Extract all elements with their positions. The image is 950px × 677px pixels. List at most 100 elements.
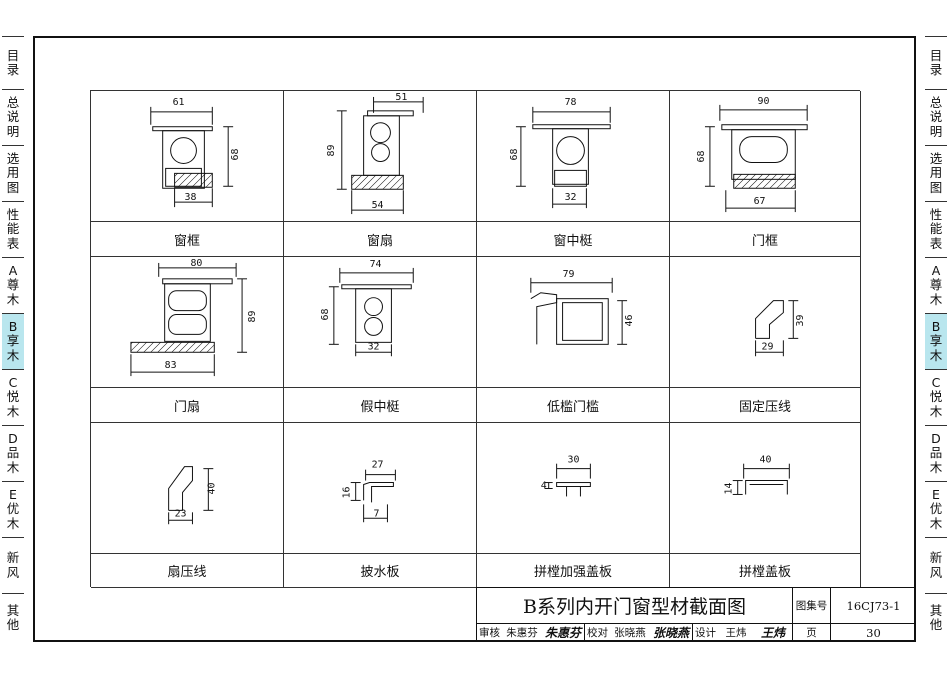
false-mullion-section-drawing: 74 68 32 [320, 259, 414, 357]
dim-label: 67 [754, 196, 766, 207]
fixed-bead-section-drawing: 39 29 [755, 300, 806, 357]
design-label: 设计 [692, 623, 718, 642]
profile-cell-low-threshold: 79 46 [477, 257, 670, 388]
dim-label: 14 [724, 482, 735, 494]
dim-label: 68 [696, 150, 707, 162]
nav-tab-label: 总 说 明 [929, 94, 943, 139]
nav-tab[interactable]: 性 能 表 [2, 201, 24, 257]
nav-tab-label: 选 用 图 [929, 150, 943, 195]
nav-tab-label: 选 用 图 [6, 150, 20, 195]
drawing-title: B系列内开门窗型材截面图 [476, 587, 793, 623]
profile-caption: 窗中梃 [477, 222, 670, 257]
designer-signature: 王炜 [754, 623, 793, 642]
nav-tab[interactable]: 性 能 表 [925, 201, 947, 257]
profile-cell-drip-board: 27 16 7 [284, 423, 477, 554]
nav-tab[interactable]: A 尊 木 [2, 257, 24, 313]
nav-tab[interactable]: D 品 木 [925, 425, 947, 481]
nav-tab-label: D 品 木 [6, 430, 20, 475]
nav-tab-label: 目 录 [929, 47, 943, 77]
nav-tab-label: D 品 木 [929, 430, 943, 475]
nav-tab-label: B 享 木 [929, 318, 943, 363]
nav-tab[interactable]: 选 用 图 [2, 145, 24, 201]
nav-tab[interactable]: 目 录 [925, 36, 947, 89]
dim-label: 54 [372, 200, 384, 211]
dim-label: 40 [206, 482, 217, 494]
profile-cell-window-sash: 51 89 54 [284, 91, 477, 222]
nav-tab-label: 其 他 [6, 602, 20, 632]
dim-label: 89 [247, 311, 258, 323]
nav-tab[interactable]: B 享 木 [2, 313, 24, 369]
atlas-number-label: 图集号 [793, 587, 831, 623]
profile-cell-door-sash: 80 89 83 [91, 257, 284, 388]
nav-tab[interactable]: 其 他 [2, 593, 24, 642]
dim-label: 61 [173, 97, 185, 108]
dim-label: 68 [320, 309, 331, 321]
profile-caption: 窗框 [91, 222, 284, 257]
nav-tab-label: A 尊 木 [929, 262, 943, 307]
cover-plate-section-drawing: 40 14 [724, 455, 790, 495]
page-label: 页 [793, 623, 831, 642]
nav-tab[interactable]: B 享 木 [925, 313, 947, 369]
nav-tab[interactable]: E 优 木 [925, 481, 947, 537]
nav-tab-label: 新 风 [6, 550, 20, 580]
profile-cell-cover-plate: 40 14 [670, 423, 861, 554]
dim-label: 68 [230, 149, 241, 161]
dim-label: 51 [395, 92, 407, 103]
dim-label: 38 [185, 192, 197, 203]
nav-tab-label: 新 风 [929, 550, 943, 580]
nav-tab-label: C 悦 木 [929, 374, 943, 419]
dim-label: 4 [541, 480, 547, 491]
nav-tab-label: A 尊 木 [6, 262, 20, 307]
profile-caption: 假中梃 [284, 388, 477, 423]
nav-tab[interactable]: A 尊 木 [925, 257, 947, 313]
profile-caption: 窗扇 [284, 222, 477, 257]
window-frame-section-drawing: 61 68 38 [150, 97, 241, 208]
reviewer-signature: 朱惠芬 [542, 623, 584, 642]
profile-caption: 披水板 [284, 554, 477, 588]
nav-tab[interactable]: E 优 木 [2, 481, 24, 537]
nav-tab[interactable]: 新 风 [2, 537, 24, 593]
door-sash-section-drawing: 80 89 83 [130, 258, 258, 377]
nav-tab[interactable]: C 悦 木 [925, 369, 947, 425]
profile-caption: 拼樘盖板 [670, 554, 861, 588]
reinforced-cover-section-drawing: 30 4 [541, 455, 591, 497]
profile-cell-reinforced-cover: 30 4 [477, 423, 670, 554]
review-label: 审核 [476, 623, 502, 642]
profile-caption: 扇压线 [91, 554, 284, 588]
title-block: B系列内开门窗型材截面图 图集号 16CJ73-1 审核 朱惠芬 朱惠芬 校对 … [476, 587, 916, 642]
nav-tab[interactable]: D 品 木 [2, 425, 24, 481]
dim-label: 80 [190, 258, 202, 269]
dim-label: 90 [758, 96, 770, 107]
dim-label: 39 [795, 315, 806, 327]
checker-signature: 张晓燕 [650, 623, 692, 642]
nav-tab[interactable]: 选 用 图 [925, 145, 947, 201]
nav-tab[interactable]: 目 录 [2, 36, 24, 89]
nav-tab[interactable]: 新 风 [925, 537, 947, 593]
window-sash-section-drawing: 51 89 54 [326, 92, 424, 215]
nav-tab-label: 总 说 明 [6, 94, 20, 139]
nav-tab-label: 其 他 [929, 602, 943, 632]
dim-label: 23 [175, 508, 187, 519]
checker-name: 张晓燕 [610, 623, 650, 642]
nav-tab[interactable]: 总 说 明 [925, 89, 947, 145]
dim-label: 40 [760, 455, 772, 466]
dim-label: 30 [568, 455, 580, 466]
nav-tab[interactable]: 总 说 明 [2, 89, 24, 145]
atlas-number: 16CJ73-1 [831, 587, 916, 623]
dim-label: 79 [563, 269, 575, 280]
dim-label: 16 [342, 486, 353, 498]
nav-tab[interactable]: C 悦 木 [2, 369, 24, 425]
profile-cell-window-mullion: 78 68 32 [477, 91, 670, 222]
profile-cell-sash-bead: 40 23 [91, 423, 284, 554]
profile-caption: 拼樘加强盖板 [477, 554, 670, 588]
nav-tab[interactable]: 其 他 [925, 593, 947, 642]
dim-label: 32 [565, 192, 577, 203]
profile-caption: 固定压线 [670, 388, 861, 423]
profile-grid: 61 68 38 51 89 54 [90, 90, 861, 588]
nav-tab-label: E 优 木 [929, 486, 943, 531]
profile-caption: 低槛门槛 [477, 388, 670, 423]
low-threshold-section-drawing: 79 46 [530, 269, 635, 345]
dim-label: 89 [326, 145, 337, 157]
dim-label: 74 [370, 259, 382, 270]
nav-tab-label: 目 录 [6, 47, 20, 77]
